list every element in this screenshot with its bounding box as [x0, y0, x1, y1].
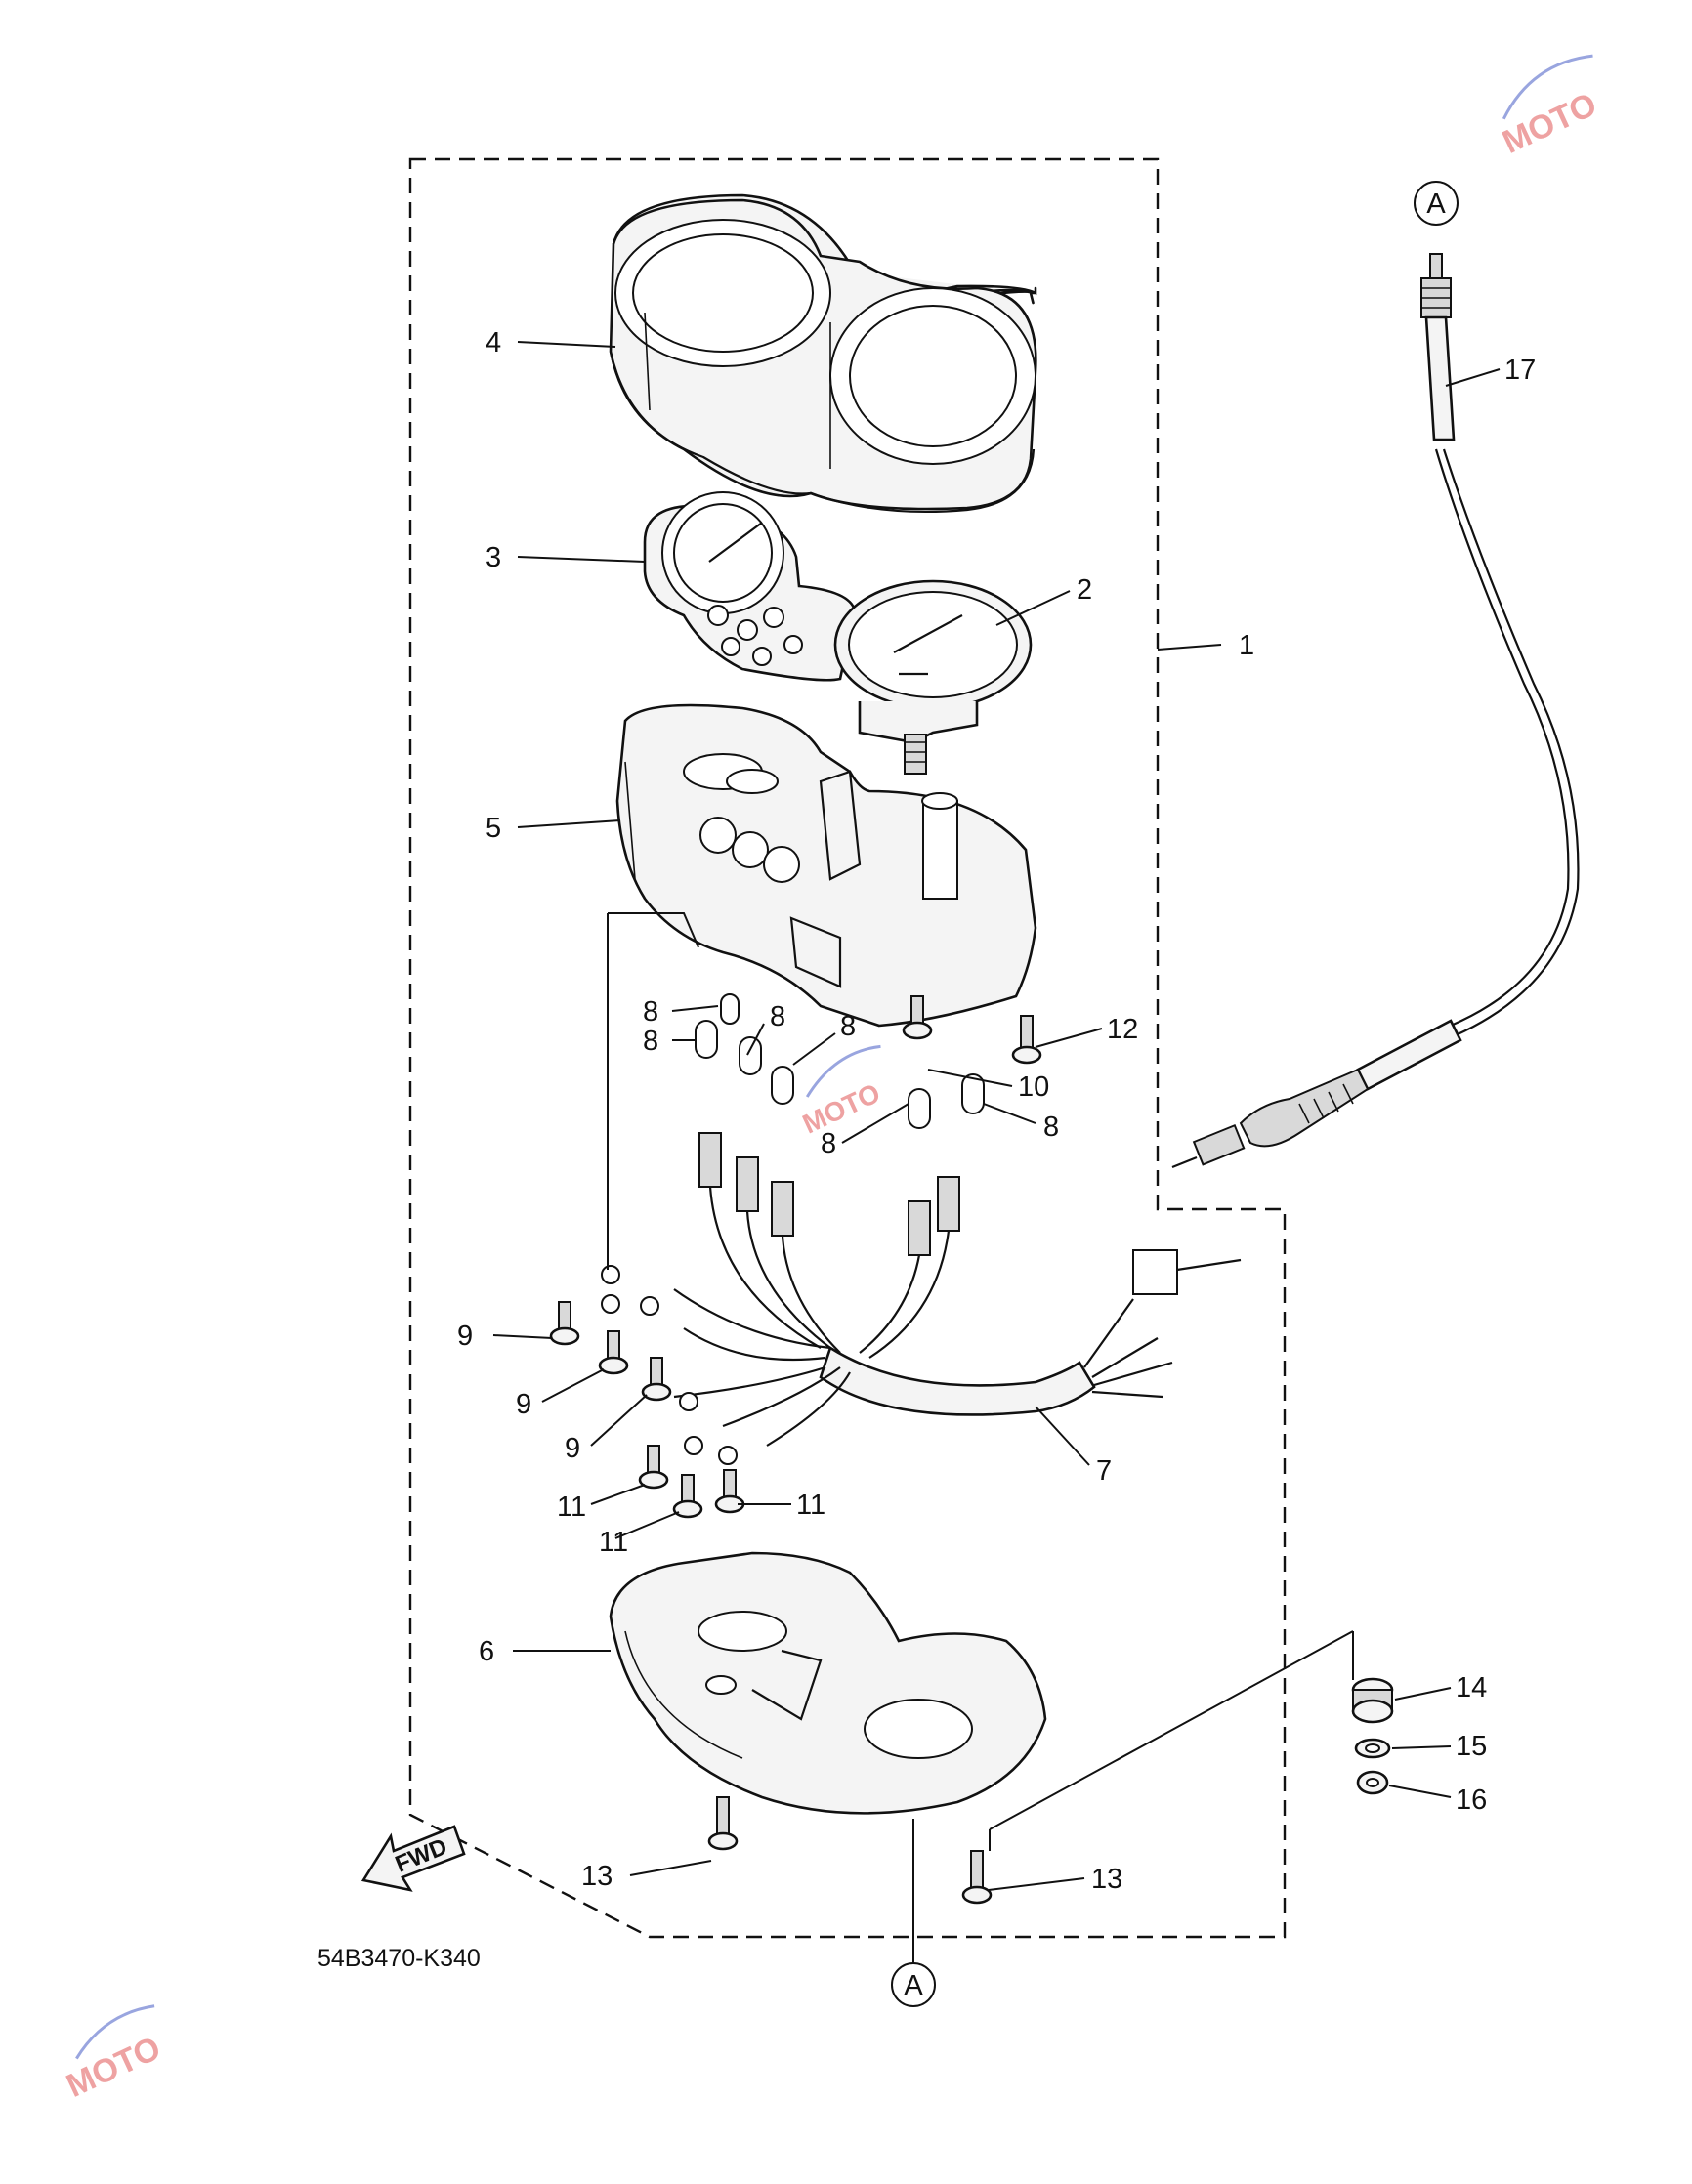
label-part-9: 9: [516, 1389, 531, 1420]
fwd-arrow-icon: FWD: [360, 1825, 466, 1892]
callout-a-top: A: [1414, 181, 1459, 226]
label-part-8: 8: [643, 996, 658, 1028]
meter-lower-cover: [609, 1551, 1047, 1815]
svg-text:A: A: [904, 1970, 923, 2001]
label-part-5: 5: [486, 813, 501, 844]
label-part-4: 4: [486, 327, 501, 358]
label-part-14: 14: [1456, 1672, 1487, 1703]
label-part-8: 8: [840, 1011, 856, 1042]
label-part-17: 17: [1504, 355, 1536, 386]
drawing-code: 54B3470-K340: [317, 1945, 481, 1972]
leader-lines: [492, 341, 1501, 1963]
label-part-8: 8: [770, 1001, 785, 1032]
svg-text:MOTO: MOTO: [798, 1077, 885, 1139]
label-part-16: 16: [1456, 1785, 1487, 1816]
label-part-1: 1: [1239, 630, 1254, 661]
label-part-2: 2: [1077, 574, 1092, 606]
label-part-8: 8: [1043, 1112, 1059, 1143]
part-number-labels: 4 3 2 1 5 17 8 8 8 8 8 8 10 12 9 9 9 7 1…: [457, 327, 1536, 1895]
label-part-12: 12: [1107, 1014, 1138, 1045]
label-part-9: 9: [565, 1433, 580, 1464]
meter-upper-cover: [609, 193, 1037, 514]
svg-text:A: A: [1426, 189, 1446, 220]
label-part-11: 11: [796, 1490, 825, 1521]
tachometer: [643, 491, 857, 682]
label-part-11: 11: [599, 1527, 628, 1558]
svg-text:MOTO: MOTO: [1497, 86, 1602, 161]
label-part-8: 8: [821, 1128, 836, 1159]
label-part-6: 6: [479, 1636, 494, 1667]
wire-harness: [601, 1186, 1242, 1465]
label-part-15: 15: [1456, 1731, 1487, 1762]
grommet-washer-nut: [1351, 1677, 1394, 1795]
label-part-11: 11: [557, 1491, 586, 1523]
watermark-logo-top: MOTO: [1497, 54, 1602, 161]
label-part-8: 8: [643, 1026, 658, 1057]
svg-text:MOTO: MOTO: [61, 2030, 166, 2105]
label-part-13: 13: [1091, 1864, 1122, 1895]
speedometer-cable: [1171, 253, 1580, 1169]
label-part-9: 9: [457, 1321, 473, 1352]
watermark-logo-bottom: MOTO: [61, 2004, 166, 2105]
speedometer: [833, 579, 1033, 775]
label-part-3: 3: [486, 542, 501, 573]
meter-case: [615, 703, 1037, 1028]
callout-a-bottom: A: [891, 1962, 936, 2007]
label-part-10: 10: [1018, 1071, 1049, 1103]
screws: [549, 995, 1042, 1905]
label-part-13: 13: [581, 1861, 613, 1892]
label-part-7: 7: [1096, 1455, 1112, 1487]
